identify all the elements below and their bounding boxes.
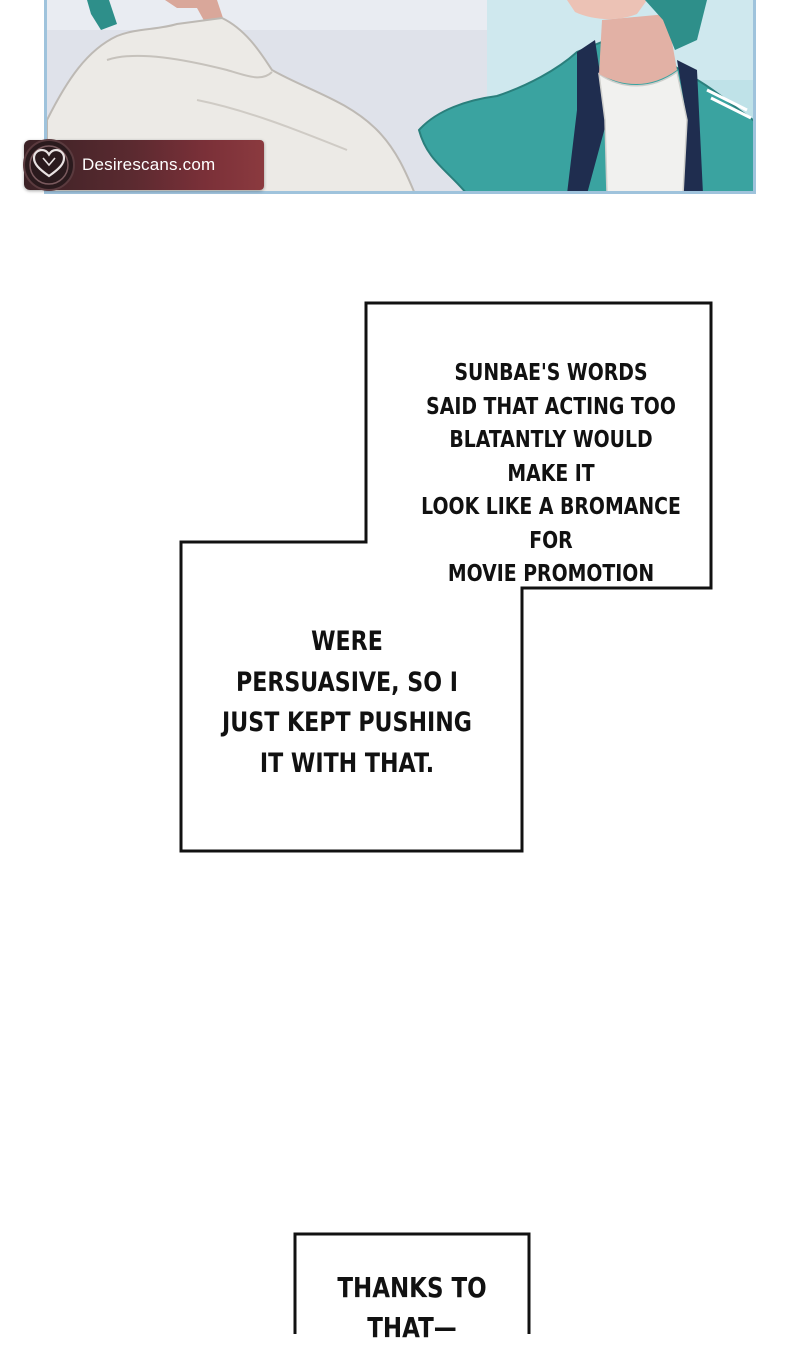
caption-line: WERE	[311, 626, 383, 657]
caption-line: JUST KEPT PUSHING	[222, 707, 472, 738]
left-hoodie-fold-2	[196, 99, 348, 151]
caption-line: SAID THAT ACTING TOO	[426, 393, 676, 420]
caption-line: THANKS TO	[337, 1271, 487, 1304]
caption-line: PERSUASIVE, SO I	[235, 666, 459, 698]
watermark-badge: Desirescans.com	[23, 139, 264, 191]
caption-sunbae-words: SUNBAE'S WORDS SAID THAT ACTING TOO BLAT…	[421, 357, 682, 592]
right-character-neck	[599, 14, 677, 85]
right-character-shirt	[598, 70, 688, 191]
left-character-hair	[87, 0, 117, 30]
right-jacket-stripe-2	[710, 96, 752, 120]
caption-line: SUNBAE'S WORDS	[454, 360, 648, 386]
comic-panel-illustration	[44, 0, 756, 194]
caption-persuasive: WERE PERSUASIVE, SO I JUST KEPT PUSHING …	[218, 622, 475, 784]
right-jacket-collar-left	[567, 40, 607, 191]
left-hoodie-fold	[106, 54, 273, 79]
caption-line: THAT—	[367, 1311, 457, 1344]
right-character-hair	[645, 0, 707, 50]
caption-line: MOVIE PROMOTION	[447, 561, 655, 587]
bottom-caption-box	[293, 1232, 531, 1334]
caption-line: IT WITH THAT.	[259, 747, 435, 779]
right-jacket-stripe	[706, 88, 748, 112]
watermark-text: Desirescans.com	[82, 155, 216, 174]
right-character-chin	[567, 0, 647, 20]
caption-line: BLATANTLY WOULD MAKE IT	[449, 427, 653, 487]
caption-line: LOOK LIKE A BROMANCE FOR	[421, 494, 681, 554]
panel-artwork	[47, 0, 753, 191]
heart-emblem-icon	[23, 139, 75, 191]
stepped-caption-box	[179, 301, 713, 853]
caption-thanks-to-that: THANKS TO THAT—	[317, 1268, 507, 1348]
right-jacket-collar-right	[677, 60, 703, 191]
